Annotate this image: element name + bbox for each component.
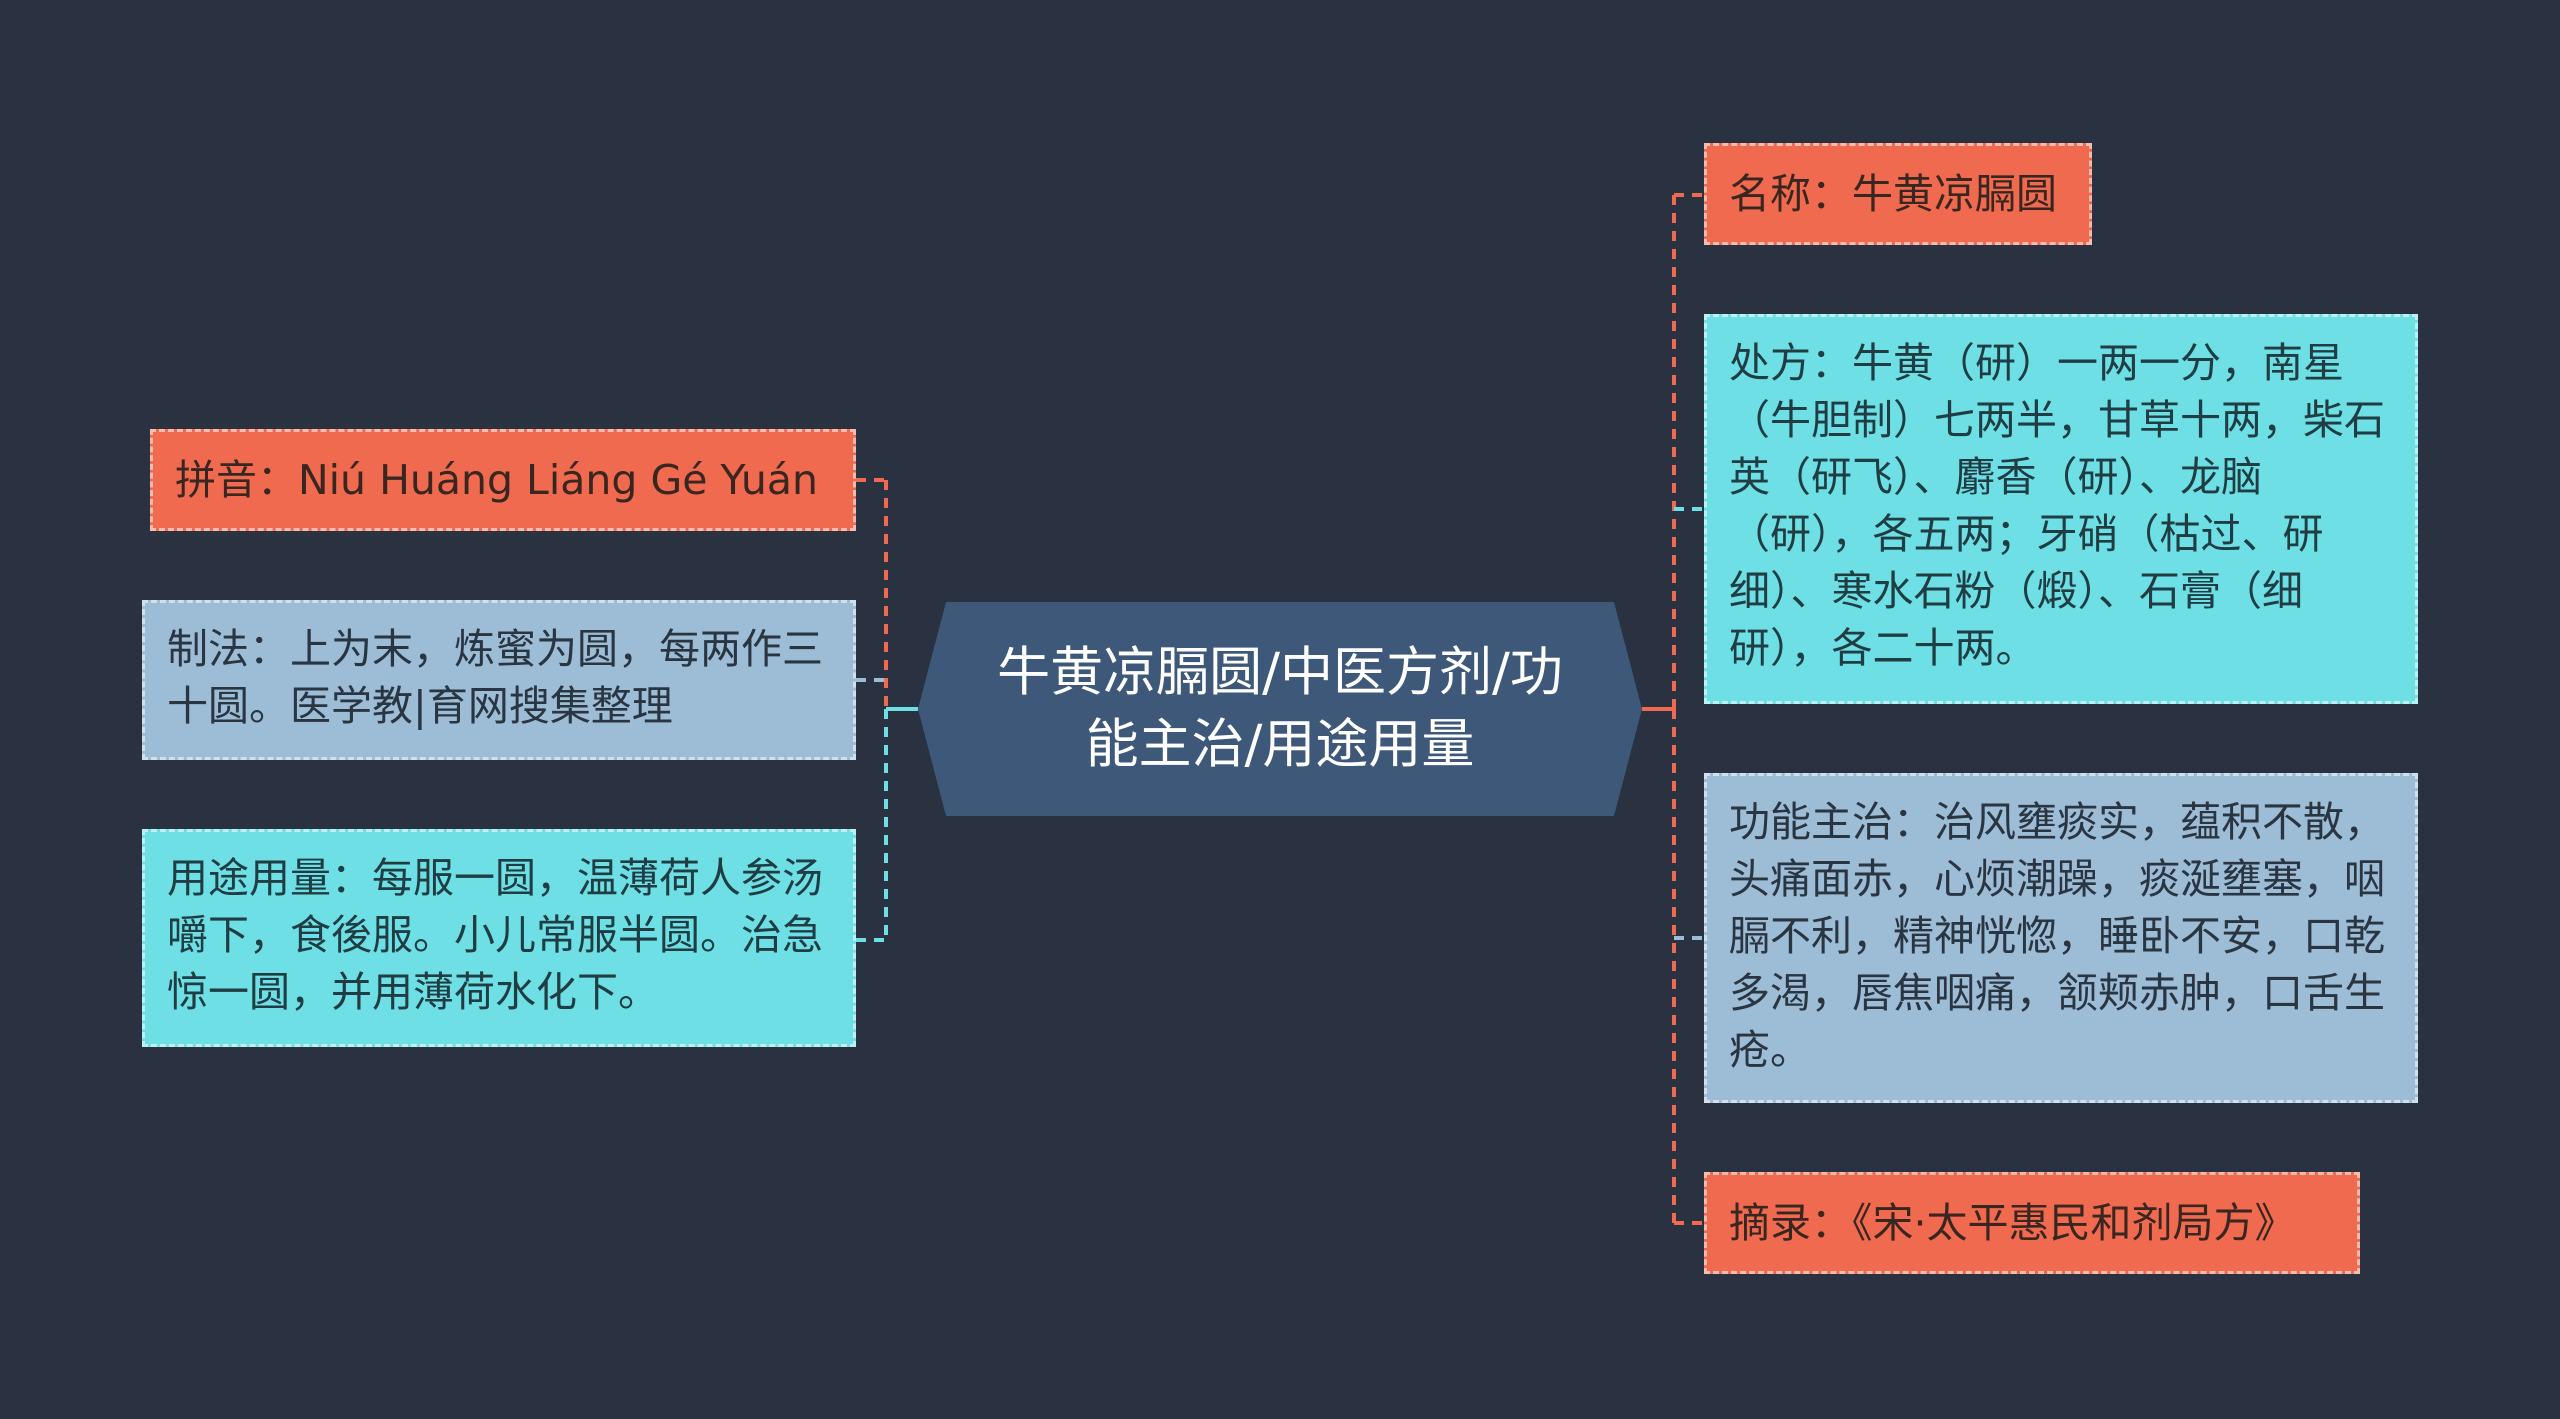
node-function[interactable]: 功能主治：治风壅痰实，蕴积不散，头痛面赤，心烦潮躁，痰涎壅塞，咽膈不利，精神恍惚…	[1704, 773, 2418, 1103]
node-usage-text: 用途用量：每服一圆，温薄荷人参汤嚼下，食後服。小儿常服半圆。治急惊一圆，并用薄荷…	[167, 854, 823, 1016]
center-topic-title: 牛黄凉膈圆/中医方剂/功能主治/用途用量	[997, 642, 1563, 775]
node-excerpt[interactable]: 摘录：《宋·太平惠民和剂局方》	[1704, 1172, 2360, 1274]
node-function-text: 功能主治：治风壅痰实，蕴积不散，头痛面赤，心烦潮躁，痰涎壅塞，咽膈不利，精神恍惚…	[1729, 798, 2385, 1074]
node-name-text: 名称：牛黄凉膈圆	[1729, 170, 2057, 218]
node-prescription-text: 处方：牛黄（研）一两一分，南星（牛胆制）七两半，甘草十两，柴石英（研飞）、麝香（…	[1729, 339, 2385, 672]
node-pinyin-text: 拼音：Niú Huáng Liáng Gé Yuán	[175, 456, 818, 504]
center-topic-node[interactable]: 牛黄凉膈圆/中医方剂/功能主治/用途用量	[918, 602, 1642, 816]
node-excerpt-text: 摘录：《宋·太平惠民和剂局方》	[1729, 1199, 2296, 1247]
node-name[interactable]: 名称：牛黄凉膈圆	[1704, 143, 2092, 245]
node-method[interactable]: 制法：上为末，炼蜜为圆，每两作三十圆。医学教|育网搜集整理	[142, 600, 856, 760]
node-prescription[interactable]: 处方：牛黄（研）一两一分，南星（牛胆制）七两半，甘草十两，柴石英（研飞）、麝香（…	[1704, 314, 2418, 704]
node-usage[interactable]: 用途用量：每服一圆，温薄荷人参汤嚼下，食後服。小儿常服半圆。治急惊一圆，并用薄荷…	[142, 829, 856, 1047]
center-hexagon-shape	[918, 602, 1642, 816]
node-method-text: 制法：上为末，炼蜜为圆，每两作三十圆。医学教|育网搜集整理	[167, 625, 823, 730]
node-pinyin[interactable]: 拼音：Niú Huáng Liáng Gé Yuán	[150, 429, 856, 531]
